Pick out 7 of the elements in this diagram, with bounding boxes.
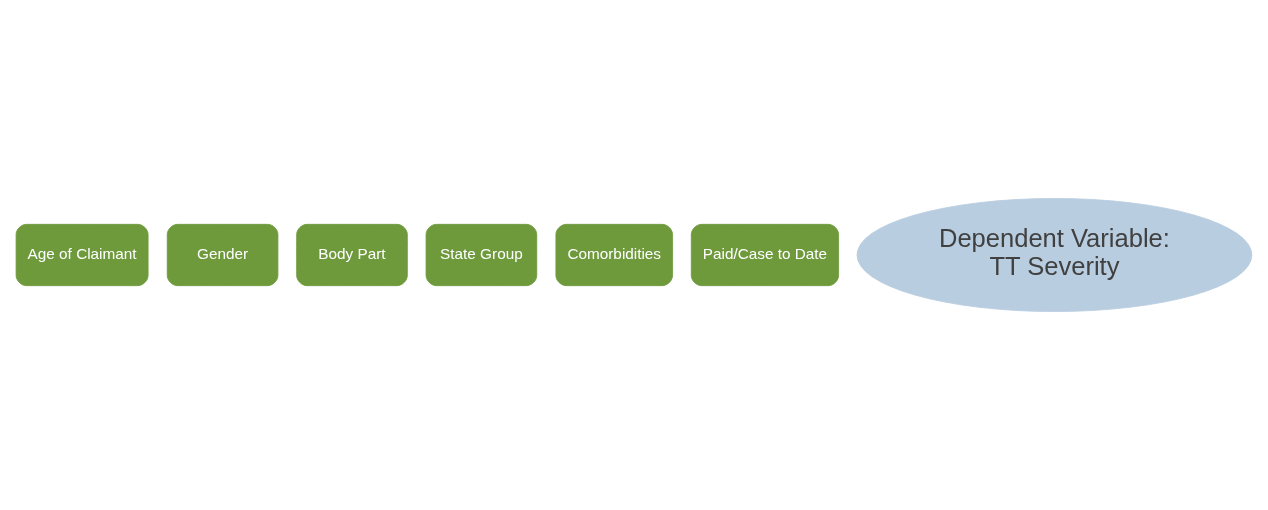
node-box: Age of Claimant — [15, 223, 149, 287]
node-box: Body Part — [296, 223, 408, 287]
node-box: State Group — [425, 223, 538, 287]
node-box: Paid/Case to Date — [690, 223, 839, 287]
node-box: Comorbidities — [555, 223, 673, 287]
node-box: Gender — [166, 223, 279, 287]
node-ellipse: Dependent Variable: TT Severity — [856, 198, 1253, 312]
